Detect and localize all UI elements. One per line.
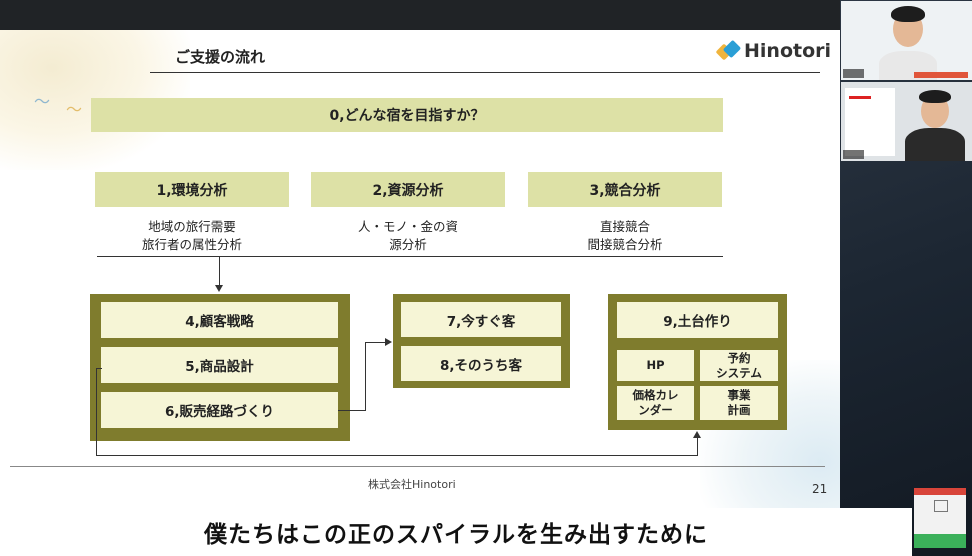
participant-hair bbox=[891, 6, 925, 22]
goal-box: 0,どんな宿を目指すか？ bbox=[91, 98, 723, 132]
participant-video-1[interactable] bbox=[841, 1, 972, 80]
participant-name-tag bbox=[843, 69, 865, 78]
connector-line bbox=[96, 455, 698, 456]
item-line: システム bbox=[716, 365, 762, 380]
slide-title: ご支援の流れ bbox=[175, 48, 266, 66]
description-line: 間接競合分析 bbox=[587, 237, 663, 252]
description-line: 旅行者の属性分析 bbox=[141, 237, 242, 252]
participant-video-2[interactable] bbox=[841, 82, 972, 161]
item-line: HP bbox=[646, 358, 665, 372]
item-line: 予約 bbox=[727, 350, 751, 365]
promo-bottom-strip bbox=[914, 534, 966, 548]
description-line: 直接競合 bbox=[599, 219, 650, 234]
connector-line bbox=[219, 256, 220, 286]
profile-card bbox=[845, 88, 895, 156]
foundation-price-calendar: 価格カレンダー bbox=[617, 386, 694, 420]
strategy-product: 5,商品設計 bbox=[101, 347, 338, 383]
footer-company: 株式会社Hinotori bbox=[368, 478, 456, 491]
title-underline bbox=[150, 72, 820, 73]
foundation-reservation-system: 予約システム bbox=[700, 350, 778, 381]
video-top-bar bbox=[0, 0, 840, 30]
connector-line bbox=[365, 342, 386, 343]
analysis-description: 人・モノ・金の資 源分析 bbox=[303, 218, 513, 254]
customer-later: 8,そのうち客 bbox=[401, 346, 561, 381]
analysis-description: 直接競合 間接競合分析 bbox=[520, 218, 730, 254]
participant-body bbox=[905, 128, 965, 161]
promo-banner[interactable] bbox=[914, 488, 966, 548]
arrow-up-icon bbox=[693, 431, 701, 438]
document-icon bbox=[934, 500, 948, 512]
analysis-description: 地域の旅行需要 旅行者の属性分析 bbox=[87, 218, 297, 254]
heart-logo-icon bbox=[715, 39, 742, 62]
page-number: 21 bbox=[812, 482, 828, 496]
description-line: 地域の旅行需要 bbox=[148, 219, 236, 234]
analysis-box-resources: 2,資源分析 bbox=[311, 172, 505, 207]
item-line: ンダー bbox=[638, 403, 673, 417]
connector-line bbox=[96, 368, 97, 456]
analysis-box-environment: 1,環境分析 bbox=[95, 172, 289, 207]
item-line: 事業 bbox=[727, 388, 751, 402]
foundation-hp: HP bbox=[617, 350, 694, 381]
bird-icon: 〜 bbox=[34, 92, 51, 111]
strategy-customer: 4,顧客戦略 bbox=[101, 302, 338, 338]
foundation-header: 9,土台作り bbox=[617, 302, 778, 338]
arrow-right-icon bbox=[385, 338, 392, 346]
participant-name-tag bbox=[843, 150, 865, 159]
subtitle-caption: 僕たちはこの正のスパイラルを生み出すために bbox=[0, 508, 912, 556]
description-line: 人・モノ・金の資 bbox=[357, 219, 458, 234]
analysis-box-competition: 3,競合分析 bbox=[528, 172, 722, 207]
divider-line bbox=[97, 256, 723, 257]
bird-icon: 〜 bbox=[66, 100, 83, 119]
connector-line bbox=[338, 410, 366, 411]
item-line: 価格カレ bbox=[632, 388, 679, 402]
connector-line bbox=[697, 438, 698, 456]
logo-text: Hinotori bbox=[744, 40, 832, 62]
presentation-slide: 〜 〜 ご支援の流れ Hinotori 0,どんな宿を目指すか？ 1,環境分析 … bbox=[0, 30, 840, 508]
name-banner bbox=[914, 72, 968, 78]
connector-line bbox=[365, 342, 366, 411]
promo-top-strip bbox=[914, 488, 966, 495]
strategy-sales-channel: 6,販売経路づくり bbox=[101, 392, 338, 428]
footer-line bbox=[10, 466, 825, 467]
arrow-down-icon bbox=[215, 285, 223, 292]
connector-line bbox=[96, 368, 102, 369]
participant-hair bbox=[919, 90, 951, 103]
company-logo: Hinotori bbox=[715, 39, 832, 62]
foundation-business-plan: 事業計画 bbox=[700, 386, 778, 420]
description-line: 源分析 bbox=[389, 237, 427, 252]
item-line: 計画 bbox=[727, 403, 751, 417]
customer-now: 7,今すぐ客 bbox=[401, 302, 561, 337]
